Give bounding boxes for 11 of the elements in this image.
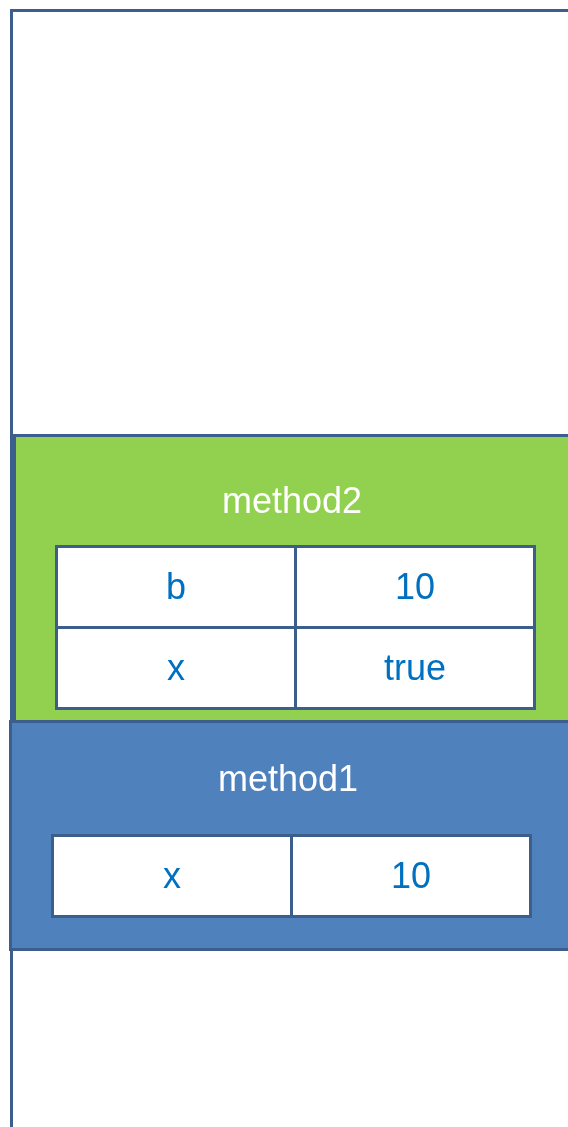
frame-title: method1 [216, 757, 360, 801]
table-cell: 10 [294, 545, 536, 629]
frame-title: method2 [220, 479, 364, 523]
table-cell: b [55, 545, 297, 629]
table-cell: x [55, 626, 297, 710]
table-cell: 10 [290, 834, 532, 918]
table-cell: true [294, 626, 536, 710]
stack-frame-panel [9, 720, 568, 951]
stack-outline [10, 9, 568, 1127]
table-cell: x [51, 834, 293, 918]
stack-frame-panel [13, 434, 568, 723]
